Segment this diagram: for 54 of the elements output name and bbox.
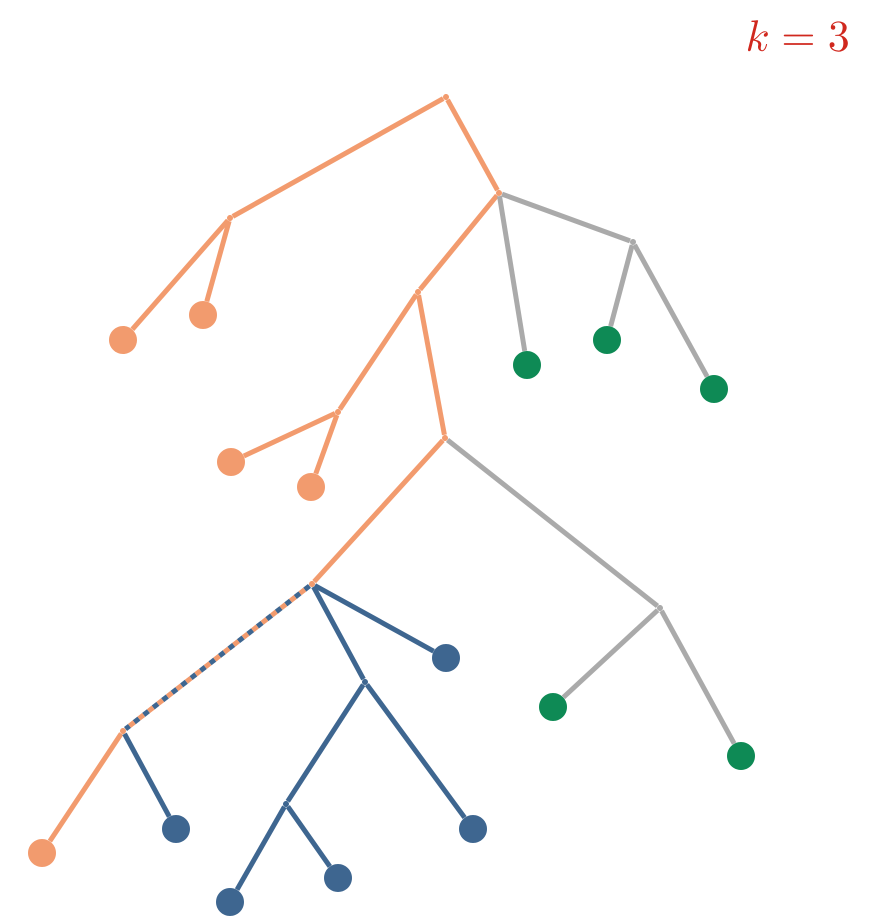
tree-branch [48,732,124,843]
branch-junction [442,435,448,441]
tree-branch [445,98,500,192]
leaf-dot [297,473,325,501]
leaf-dot [324,864,352,892]
tree-branch [497,196,528,352]
parameter-label: $k = 3$ [748,20,848,52]
branch-junction [283,801,289,807]
leaf-dot [217,448,245,476]
tree-branch [364,683,467,820]
leaf-dot [459,815,487,843]
tree-branch [122,732,172,818]
tree-branch [130,218,230,331]
tree-branch [416,294,447,436]
branch-junction [443,94,449,100]
branch-junction [335,409,341,415]
branch-junction [415,289,421,295]
tree-branch [232,96,444,219]
tree-branch [313,414,340,474]
leaf-dot [28,839,56,867]
tree-branch [204,220,232,302]
branch-junction [657,605,663,611]
tree-branch [312,438,445,584]
tree-branch [242,411,336,458]
tree-branch [124,584,311,731]
tree-branch [608,244,635,327]
tree-branch [314,583,435,654]
tree-branch [418,194,499,292]
tree-branch [286,683,366,803]
leaf-dot [432,644,460,672]
leaf-dot [216,888,244,916]
tree-branch [311,586,366,680]
tree-branch [562,608,660,700]
branch-junction [227,215,233,221]
leaf-dot [593,326,621,354]
tree-branch [338,293,418,411]
tree-branch [632,244,710,378]
branch-junction [630,239,636,245]
tree-branch [234,806,287,891]
leaf-dot [539,693,567,721]
tree-branch [286,805,332,868]
tree-branch [446,438,660,608]
branch-junction [362,679,368,685]
branch-junction [120,728,126,734]
branch-junction [309,581,315,587]
leaf-dot [727,742,755,770]
leaf-dot [162,815,190,843]
leaf-dot [513,351,541,379]
tree-branch [659,610,736,745]
tree-branch [501,192,631,244]
leaf-dot [189,301,217,329]
leaf-dot [109,326,137,354]
leaf-dot [700,375,728,403]
branch-junction [496,190,502,196]
